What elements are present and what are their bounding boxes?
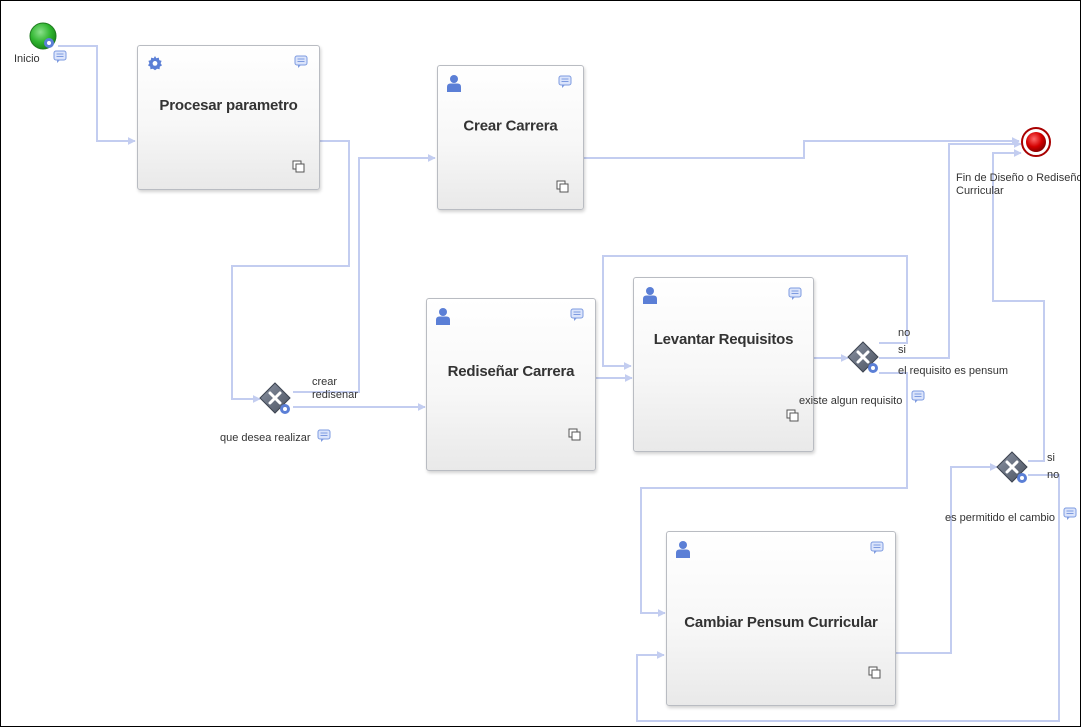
gateway-out-redisenar: redisenar [312, 389, 358, 401]
gateway-out-si: si [1047, 452, 1055, 464]
gateway-out-no: no [1047, 469, 1060, 481]
flow-permitido-si [992, 149, 1045, 462]
task-label: Cambiar Pensum Curricular [684, 613, 878, 631]
task-redisenar-carrera[interactable]: Rediseñar Carrera [426, 298, 596, 471]
comment-icon[interactable] [911, 390, 925, 409]
gateway-label: es permitido el cambio [945, 512, 1056, 524]
gateway-label: que desea realizar [220, 432, 311, 444]
flow-existe-si [879, 140, 1022, 359]
user-icon [447, 74, 461, 97]
subprocess-icon[interactable] [868, 666, 881, 684]
task-label: Procesar parametro [159, 96, 298, 114]
comment-icon[interactable] [294, 55, 308, 74]
flow-crear [293, 154, 436, 393]
gateway-out-no: no [898, 327, 911, 339]
gear-icon [147, 55, 163, 76]
subprocess-icon[interactable] [292, 160, 305, 178]
end-event[interactable] [1020, 126, 1052, 158]
task-levantar-requisitos[interactable]: Levantar Requisitos [633, 277, 814, 452]
start-event-label: Inicio [14, 53, 40, 65]
gear-icon [280, 404, 290, 414]
gateway-out-crear: crear [312, 376, 338, 388]
user-icon [676, 540, 690, 563]
flow-cambiar-gateway [896, 463, 998, 654]
end-event-label-line1: Fin de Diseño o Rediseño [956, 172, 1081, 184]
flow-procesar-gateway [231, 140, 350, 403]
gear-icon [868, 363, 878, 373]
comment-icon[interactable] [1063, 507, 1077, 526]
comment-icon[interactable] [53, 50, 67, 69]
subprocess-icon[interactable] [556, 180, 569, 198]
task-label: Rediseñar Carrera [447, 362, 575, 380]
user-icon [436, 307, 450, 330]
comment-icon[interactable] [558, 75, 572, 94]
gateway-que-desea-realizar[interactable] [259, 382, 293, 416]
comment-icon[interactable] [317, 429, 331, 448]
end-event-label-line2: Curricular [956, 185, 1004, 197]
flow-existe-no [602, 255, 908, 370]
start-event[interactable] [29, 22, 59, 52]
gear-icon [44, 38, 54, 48]
gear-icon [1017, 473, 1027, 483]
flow-inicio-procesar [58, 45, 136, 145]
task-procesar-parametro[interactable]: Procesar parametro [137, 45, 320, 190]
comment-icon[interactable] [570, 308, 584, 327]
flow-crear-fin [583, 137, 1020, 159]
gateway-out-si: si [898, 344, 906, 356]
comment-icon[interactable] [788, 287, 802, 306]
task-cambiar-pensum-curricular[interactable]: Cambiar Pensum Curricular [666, 531, 896, 706]
task-label: Crear Carrera [463, 117, 558, 135]
flow-existe-pensum [640, 372, 908, 617]
gateway-es-permitido-el-cambio[interactable] [996, 451, 1030, 485]
user-icon [643, 286, 657, 309]
flow-permitido-no [636, 474, 1060, 722]
comment-icon[interactable] [870, 541, 884, 560]
task-crear-carrera[interactable]: Crear Carrera [437, 65, 584, 210]
gateway-out-requisito-pensum: el requisito es pensum [898, 365, 1009, 377]
gateway-label: existe algun requisito [799, 395, 903, 407]
gateway-existe-algun-requisito[interactable] [847, 341, 881, 375]
subprocess-icon[interactable] [568, 428, 581, 446]
task-label: Levantar Requisitos [653, 330, 794, 348]
subprocess-icon[interactable] [786, 409, 799, 427]
